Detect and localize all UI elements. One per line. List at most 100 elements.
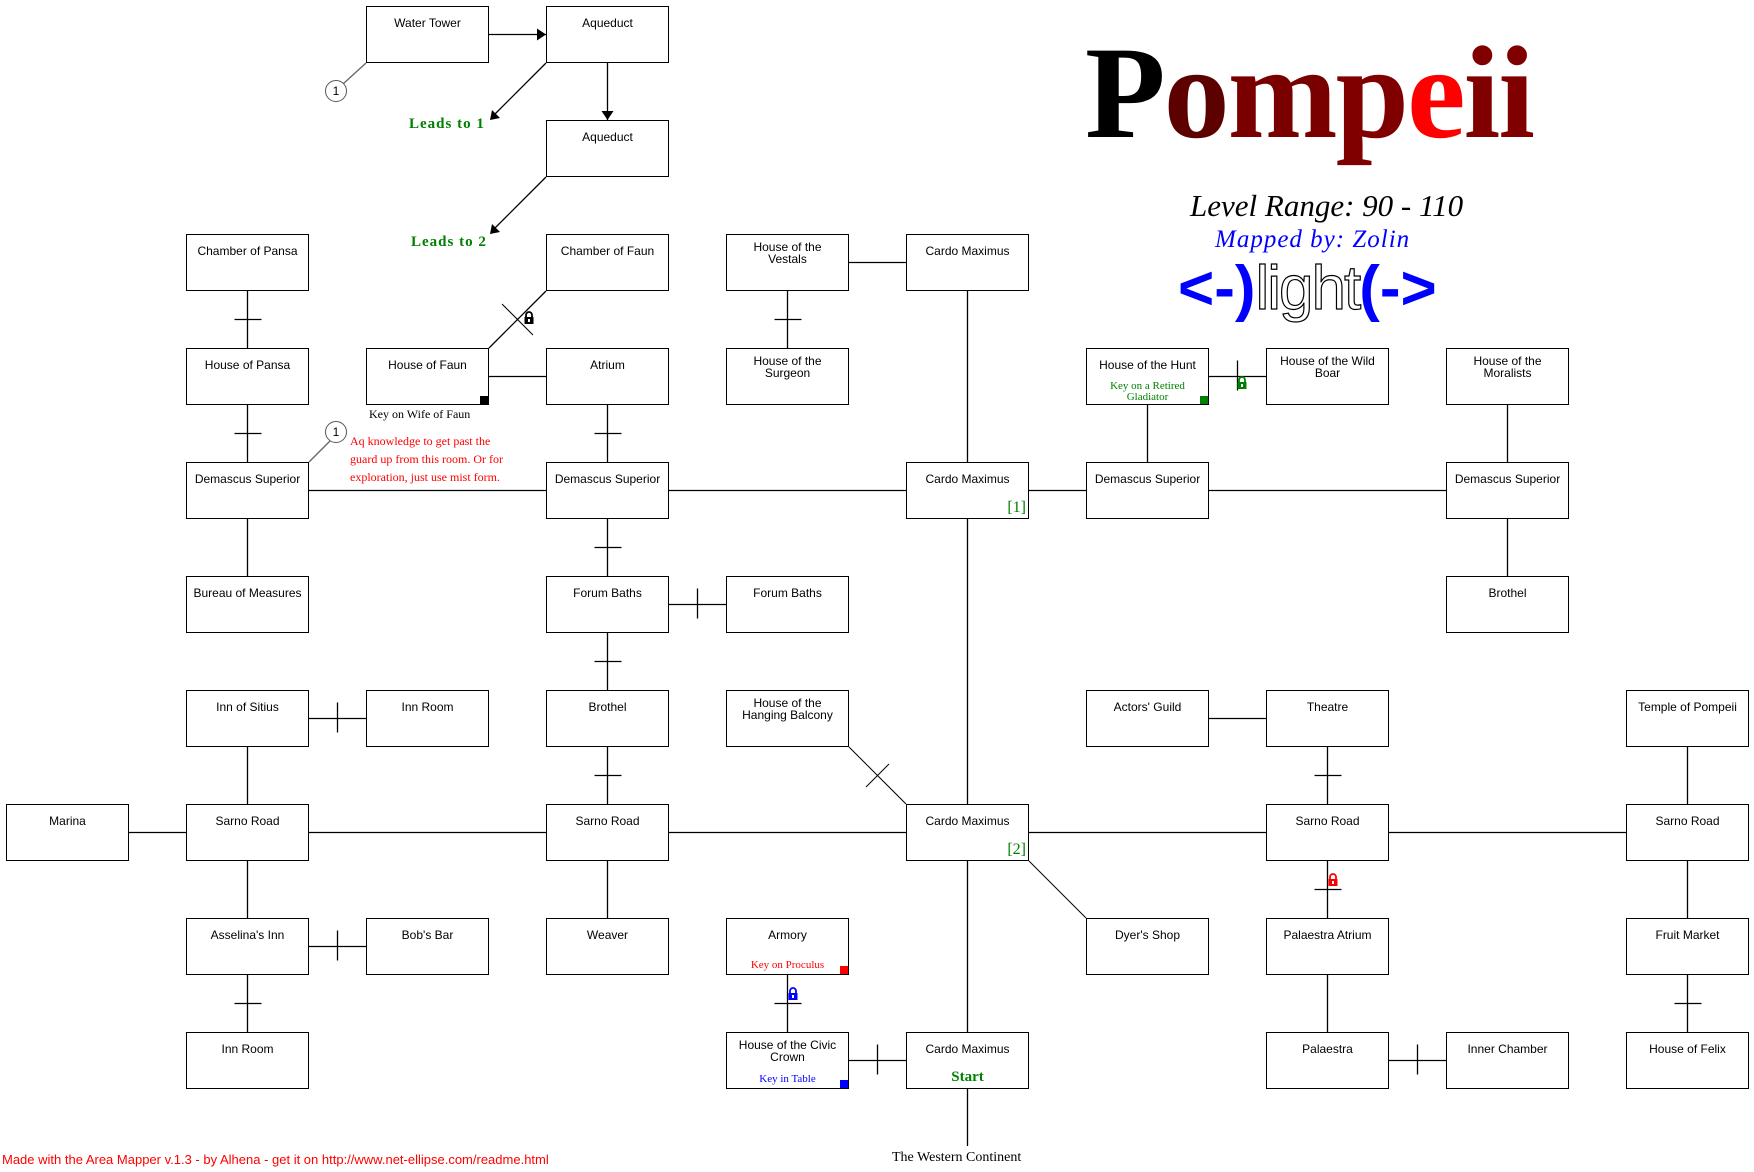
link-demascus-marker bbox=[308, 440, 331, 463]
room-name: Temple of Pompeii bbox=[1638, 700, 1737, 714]
room-name: Asselina's Inn bbox=[210, 928, 285, 942]
room-name: House of Felix bbox=[1649, 1042, 1726, 1056]
room-name: Cardo Maximus bbox=[925, 244, 1010, 258]
mapped-by: Mapped by: Zolin bbox=[1215, 226, 1411, 253]
room-box[interactable]: Inner Chamber bbox=[1446, 1032, 1569, 1089]
arrowhead-icon bbox=[490, 110, 500, 120]
room-box[interactable]: Inn Room bbox=[366, 690, 489, 747]
room-box[interactable]: Inn of Sitius bbox=[186, 690, 309, 747]
room-name: Forum Baths bbox=[753, 586, 822, 600]
title-letter: o bbox=[1163, 19, 1230, 166]
room-name: Demascus Superior bbox=[1094, 472, 1201, 486]
room-box[interactable]: Water Tower bbox=[366, 6, 489, 63]
room-name: Chamber of Faun bbox=[560, 244, 655, 258]
room-box[interactable]: Dyer's Shop bbox=[1086, 918, 1209, 975]
room-box[interactable]: Demascus Superior bbox=[186, 462, 309, 519]
room-box[interactable]: Demascus Superior bbox=[546, 462, 669, 519]
room-box[interactable]: Palaestra bbox=[1266, 1032, 1389, 1089]
marker-1-circle: 1 bbox=[325, 80, 347, 102]
secret-door-x bbox=[865, 763, 890, 788]
link-aqueduct-leads-2 bbox=[491, 176, 547, 232]
room-name: Cardo Maximus bbox=[925, 472, 1010, 486]
room-box[interactable]: Brothel bbox=[546, 690, 669, 747]
room-name: House of Pansa bbox=[204, 358, 291, 372]
title-letter: p bbox=[1335, 19, 1409, 166]
room-box[interactable]: Cardo Maximus[1] bbox=[906, 462, 1029, 519]
room-name: House of the Surgeon bbox=[753, 354, 822, 380]
room-name: Inner Chamber bbox=[1467, 1042, 1548, 1056]
room-box[interactable]: House of Faun bbox=[366, 348, 489, 405]
room-box[interactable]: House of the Surgeon bbox=[726, 348, 849, 405]
lock-icon bbox=[524, 311, 534, 324]
room-box[interactable]: Sarno Road bbox=[186, 804, 309, 861]
faun-key-note: Key on Wife of Faun bbox=[369, 407, 471, 421]
aq-knowledge-note: Aq knowledge to get past the guard up fr… bbox=[350, 432, 503, 486]
arrowhead-icon bbox=[490, 224, 500, 234]
room-box[interactable]: Weaver bbox=[546, 918, 669, 975]
room-box[interactable]: Sarno Road bbox=[1266, 804, 1389, 861]
room-name: Sarno Road bbox=[575, 814, 640, 828]
room-name: Actors' Guild bbox=[1113, 700, 1182, 714]
room-name: Aqueduct bbox=[582, 130, 633, 144]
room-box[interactable]: Cardo Maximus bbox=[906, 234, 1029, 291]
logo-middle: light bbox=[1255, 253, 1362, 323]
map-title: Pompeii bbox=[1085, 18, 1535, 168]
room-box[interactable]: Marina bbox=[6, 804, 129, 861]
room-box[interactable]: Brothel bbox=[1446, 576, 1569, 633]
leads-to-2-label: Leads to 2 bbox=[411, 234, 487, 250]
room-box[interactable]: Sarno Road bbox=[546, 804, 669, 861]
exit-badge: [2] bbox=[1007, 841, 1026, 858]
room-box[interactable]: House of the Hanging Balcony bbox=[726, 690, 849, 747]
room-name: House of the Wild Boar bbox=[1280, 354, 1375, 380]
title-letter: i bbox=[1498, 19, 1535, 166]
marker-1-circle: 1 bbox=[325, 421, 347, 443]
guild-logo: <-)light(-> bbox=[1178, 252, 1437, 326]
room-box[interactable]: Temple of Pompeii bbox=[1626, 690, 1749, 747]
room-name: Weaver bbox=[586, 928, 629, 942]
room-name: Brothel bbox=[588, 700, 627, 714]
room-box[interactable]: House of the Vestals bbox=[726, 234, 849, 291]
room-box[interactable]: Cardo Maximus[2] bbox=[906, 804, 1029, 861]
room-name: Palaestra Atrium bbox=[1283, 928, 1372, 942]
room-name: Demascus Superior bbox=[554, 472, 661, 486]
room-name: House of Faun bbox=[388, 358, 467, 372]
room-box[interactable]: House of Pansa bbox=[186, 348, 309, 405]
room-box[interactable]: House of the Wild Boar bbox=[1266, 348, 1389, 405]
leads-to-1-label: Leads to 1 bbox=[409, 116, 485, 132]
room-box[interactable]: House of the Moralists bbox=[1446, 348, 1569, 405]
level-range: Level Range: 90 - 110 bbox=[1190, 188, 1464, 223]
room-box[interactable]: Atrium bbox=[546, 348, 669, 405]
title-letter: P bbox=[1085, 19, 1166, 166]
logo-right: (-> bbox=[1359, 254, 1437, 323]
room-box[interactable]: Palaestra Atrium bbox=[1266, 918, 1389, 975]
room-box[interactable]: Asselina's Inn bbox=[186, 918, 309, 975]
room-box[interactable]: Demascus Superior bbox=[1446, 462, 1569, 519]
room-box[interactable]: Forum Baths bbox=[546, 576, 669, 633]
room-box[interactable]: Bob's Bar bbox=[366, 918, 489, 975]
room-name: Inn of Sitius bbox=[216, 700, 279, 714]
room-name: Cardo Maximus bbox=[925, 1042, 1010, 1056]
room-box[interactable]: Chamber of Faun bbox=[546, 234, 669, 291]
room-name: House of the Hanging Balcony bbox=[742, 696, 833, 722]
room-name: House of the Hunt bbox=[1099, 358, 1196, 372]
room-box[interactable]: Actors' Guild bbox=[1086, 690, 1209, 747]
room-box[interactable]: Demascus Superior bbox=[1086, 462, 1209, 519]
key-marker-icon bbox=[1200, 396, 1208, 404]
room-name: Demascus Superior bbox=[194, 472, 301, 486]
room-box[interactable]: Aqueduct bbox=[546, 6, 669, 63]
room-box[interactable]: Chamber of Pansa bbox=[186, 234, 309, 291]
room-box[interactable]: Sarno Road bbox=[1626, 804, 1749, 861]
room-box[interactable]: Inn Room bbox=[186, 1032, 309, 1089]
room-box[interactable]: Fruit Market bbox=[1626, 918, 1749, 975]
room-box[interactable]: Theatre bbox=[1266, 690, 1389, 747]
link-aqueduct-leads-1 bbox=[491, 62, 547, 118]
room-box[interactable]: House of Felix bbox=[1626, 1032, 1749, 1089]
room-name: Aqueduct bbox=[582, 16, 633, 30]
room-box[interactable]: Bureau of Measures bbox=[186, 576, 309, 633]
room-box[interactable]: Aqueduct bbox=[546, 120, 669, 177]
room-box[interactable]: Forum Baths bbox=[726, 576, 849, 633]
